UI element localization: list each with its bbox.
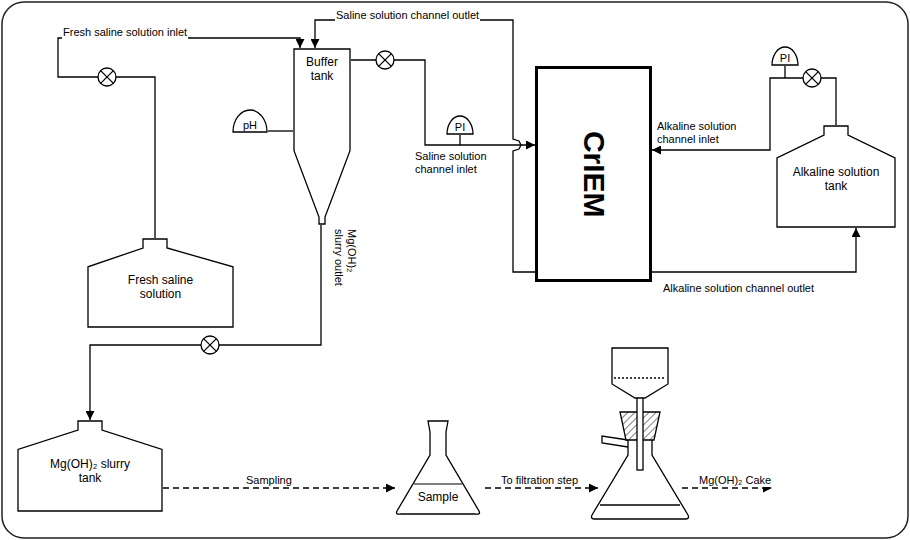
pipe-label: Saline solution channel inlet	[414, 150, 508, 176]
pump-symbol	[376, 51, 394, 69]
pressure-gauge: PI	[446, 115, 474, 135]
pump-cross	[204, 339, 217, 352]
step-label-holder: To filtration step	[500, 470, 600, 488]
flask-side-arm	[602, 436, 628, 447]
instrument-tag: pH	[243, 119, 257, 132]
membrane-unit: CrIEM	[535, 66, 652, 282]
buffer-outline-path	[294, 49, 350, 224]
pump-body	[201, 336, 219, 354]
unit-name: CrIEM	[576, 131, 611, 218]
pump-symbol	[98, 68, 116, 86]
instrument-tag: PI	[780, 52, 790, 65]
pipe-label-holder: Saline solution channel outlet	[335, 5, 510, 23]
storage-tank: Fresh saline solution	[87, 238, 234, 328]
gauge-stem	[784, 66, 785, 78]
flask-outline-path	[397, 421, 480, 514]
buffer-tank: Buffer tank	[293, 48, 351, 225]
funnel-stem	[637, 396, 643, 470]
pipe-label: Fresh saline solution inlet	[62, 26, 188, 39]
process-arrow	[682, 487, 772, 488]
process-arrow	[485, 487, 598, 488]
gauge-outline-path	[447, 116, 473, 134]
tank-label: Sample	[418, 491, 459, 505]
pipe-label-holder: Sampling	[245, 470, 325, 488]
filtrate-level	[600, 504, 680, 505]
pipe-line	[351, 60, 535, 145]
pressure-gauge: PI	[771, 46, 799, 66]
pipe-label: Alkaline solution channel outlet	[662, 282, 815, 295]
pump-body	[803, 69, 821, 87]
pump-cross	[806, 72, 819, 85]
gauge-outline-path	[772, 47, 798, 65]
pump-cross	[101, 71, 114, 84]
pipe-label-holder: Alkaline solution channel inlet	[656, 120, 766, 147]
bottle-outline-path	[18, 421, 162, 511]
liquid-level	[414, 483, 462, 484]
sample-flask: Sample	[395, 420, 481, 515]
pipe-label: Mg(OH)₂ slurry outlet	[332, 228, 358, 298]
storage-tank: Alkaline solution tank	[776, 125, 896, 228]
pipe-label-holder: Mg(OH)₂ slurry outlet	[331, 228, 358, 298]
step-label-holder: Mg(OH)₂ Cake	[698, 470, 798, 488]
gauge-stem	[459, 135, 460, 145]
tank-label: Mg(OH)₂ slurry tank	[45, 458, 135, 486]
pump-body	[376, 51, 394, 69]
pipe-label: Alkaline solution channel inlet	[656, 120, 766, 146]
pipe-label: Saline solution channel outlet	[335, 9, 480, 22]
pipe-line	[652, 78, 836, 150]
pipe-line	[268, 130, 293, 131]
tank-label: Buffer tank	[297, 56, 347, 84]
pump-symbol	[201, 336, 219, 354]
storage-tank: Mg(OH)₂ slurry tank	[17, 420, 163, 512]
sampling-arrow	[163, 487, 395, 488]
bottle-outline-path	[777, 126, 895, 227]
tank-label: Alkaline solution tank	[781, 166, 891, 194]
pump-cross	[379, 54, 392, 67]
pipe-label: Sampling	[245, 474, 293, 487]
step-label: Mg(OH)₂ Cake	[698, 474, 772, 487]
pipe-label-holder: Saline solution channel inlet	[414, 150, 508, 177]
pump-body	[98, 68, 116, 86]
buchner-funnel	[612, 348, 668, 398]
pump-symbol	[803, 69, 821, 87]
instrument-tag: PI	[455, 121, 465, 134]
pipe-label-holder: Fresh saline solution inlet	[62, 22, 262, 40]
pipe-line	[58, 38, 300, 238]
tank-label: Fresh saline solution	[111, 274, 211, 302]
filtration-flask	[591, 348, 688, 519]
step-label: To filtration step	[500, 474, 579, 487]
gauge-outline-path	[233, 110, 267, 132]
pipe-line	[652, 228, 856, 272]
ph-meter: pH	[232, 109, 268, 133]
bottle-outline-path	[88, 239, 233, 327]
filter-plate	[614, 377, 666, 378]
pipe-label-holder: Alkaline solution channel outlet	[662, 278, 852, 296]
